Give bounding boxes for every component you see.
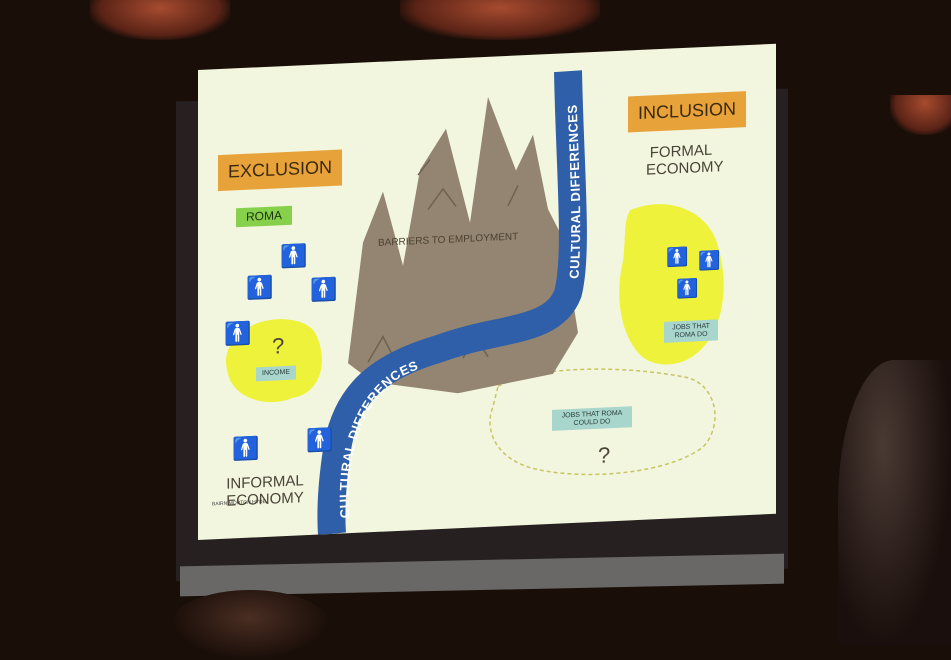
presentation-room: CULTURAL DIFFERENCES CULTURAL DIFFERENCE… (90, 0, 951, 660)
audience-head (170, 590, 330, 660)
jobs-roma-do-label: JOBS THAT ROMA DO (664, 319, 718, 344)
stick-figure: 🚹 (246, 274, 274, 301)
stick-figure: 🚹 (310, 276, 338, 303)
stick-figure: 🚹 (224, 320, 252, 347)
inclusion-label: INCLUSION (628, 91, 747, 133)
stick-figure: 🚹 (232, 435, 260, 462)
formal-economy-label: FORMAL ECONOMY (646, 141, 724, 179)
projected-slide: CULTURAL DIFFERENCES CULTURAL DIFFERENCE… (198, 43, 776, 540)
cultural-river (317, 70, 587, 536)
question-mark: ? (598, 442, 611, 468)
question-mark: ? (272, 333, 285, 359)
income-label: INCOME (256, 365, 296, 382)
speaker-silhouette (838, 360, 951, 646)
dashed-blob (489, 368, 716, 476)
stick-figure: 🚹 (666, 246, 689, 268)
ceiling-lamp (400, 0, 600, 40)
jobs-roma-could-do-label: JOBS THAT ROMA COULD DO (552, 406, 632, 432)
exclusion-label: EXCLUSION (218, 149, 343, 191)
stick-figure: 🚹 (306, 426, 334, 454)
stick-figure: 🚹 (280, 243, 308, 270)
roma-label: ROMA (236, 205, 292, 228)
ceiling-lamp (90, 0, 230, 40)
stick-figure: 🚹 (676, 278, 699, 300)
stick-figure: 🚹 (698, 250, 721, 272)
income-blob (226, 319, 322, 403)
wall-lamp (890, 95, 951, 135)
